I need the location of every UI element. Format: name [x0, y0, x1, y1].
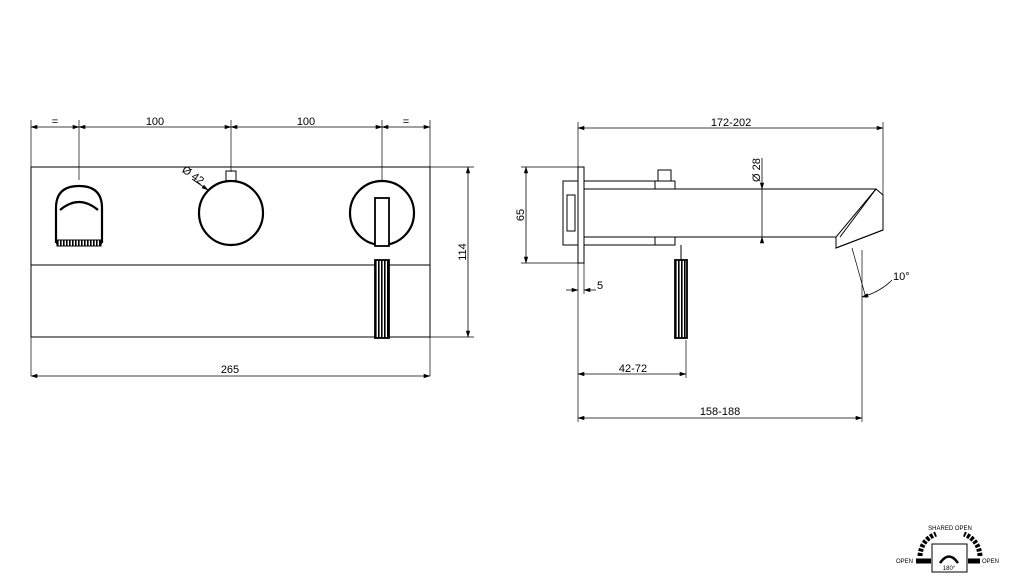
dim-height: 114: [457, 243, 469, 261]
spout-diameter-dimension: Ø 28: [751, 158, 765, 244]
dim-handle-offset: 42-72: [619, 363, 647, 375]
legend-open-right: OPEN: [982, 559, 999, 565]
plate-thickness-dimension: 5: [566, 280, 603, 293]
diameter-leader: Ø 42: [180, 164, 209, 191]
spout-reach-dimension: 158-188: [577, 406, 863, 421]
front-top-dimensions: = 100 100 =: [30, 116, 431, 130]
side-wall-plate: [562, 166, 585, 264]
dim-width: 265: [221, 364, 239, 376]
side-extension-lines: [521, 122, 884, 422]
legend-shared-open: SHARED OPEN: [928, 526, 972, 532]
legend-rotation-icon: [938, 555, 960, 564]
mixer-lever: [348, 179, 416, 339]
plate-height-dimension: 65: [515, 166, 529, 264]
wall-plate: [30, 166, 431, 338]
side-view: 172-202 65: [515, 117, 910, 422]
front-height-dimension: 114: [457, 166, 471, 338]
side-diverter: [654, 169, 676, 246]
front-extension-lines: [30, 120, 474, 376]
operation-legend: SHARED OPEN OPEN 180° OPEN: [896, 526, 999, 573]
legend-left-arc: [917, 531, 938, 557]
dim-equal-left: =: [52, 116, 58, 128]
dim-spacing-2: 100: [297, 116, 315, 128]
handle-offset-dimension: 42-72: [577, 363, 687, 377]
legend-rotation: 180°: [943, 566, 956, 572]
side-spout: [584, 180, 884, 249]
dim-spout-diameter: Ø 28: [751, 158, 763, 182]
dim-spout-reach: 158-188: [700, 406, 740, 418]
side-lever: [674, 245, 688, 339]
spout-outlet: [54, 184, 104, 247]
legend-right-arc: [962, 531, 983, 557]
dim-plate-thickness: 5: [597, 280, 603, 292]
dim-plate-height: 65: [515, 209, 527, 221]
dim-diameter: Ø 42: [180, 164, 206, 188]
front-width-dimension: 265: [30, 364, 431, 379]
diverter-knob: [197, 170, 265, 247]
legend-open-left: OPEN: [896, 559, 913, 565]
dim-angle: 10°: [893, 271, 910, 283]
dim-spacing-1: 100: [146, 116, 164, 128]
angle-dimension: 10°: [851, 247, 910, 299]
dim-overall-length: 172-202: [711, 117, 751, 129]
overall-length-dimension: 172-202: [577, 117, 884, 131]
dim-equal-right: =: [403, 116, 409, 128]
front-view: = 100 100 = Ø 42: [30, 116, 474, 379]
legend-icon-box: [931, 543, 968, 573]
